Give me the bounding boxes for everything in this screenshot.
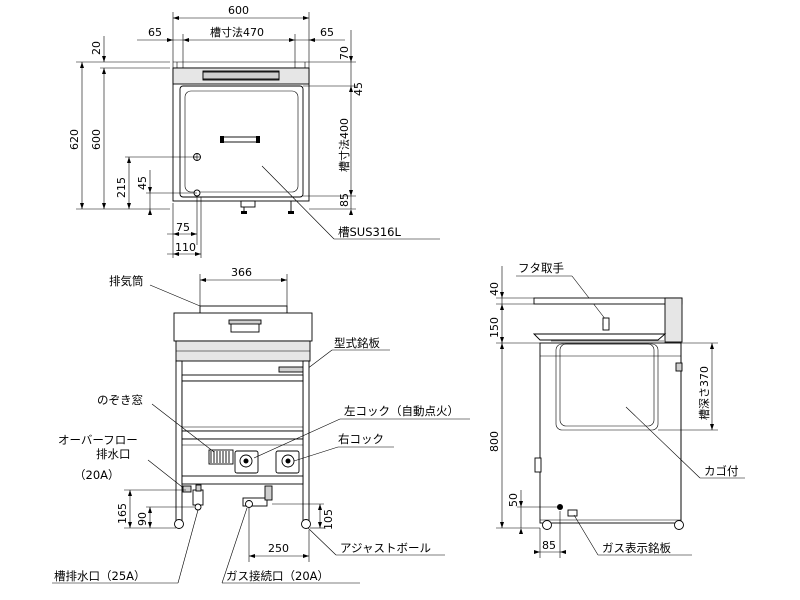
side-view: フタ取手 40 150 800 xyxy=(488,261,745,558)
dim-body-height: 600 xyxy=(90,129,103,150)
label-basket: カゴ付 xyxy=(704,464,739,478)
label-tank-drain: 槽排水口（25A） xyxy=(54,569,146,583)
dim-right-top: 70 xyxy=(338,46,351,60)
front-view: 366 排気筒 型式銘板 xyxy=(52,266,470,584)
dim-margin-left: 65 xyxy=(148,26,162,39)
dim-drain-75: 75 xyxy=(176,221,190,234)
label-gas-inlet: ガス接続口（20A） xyxy=(226,569,329,583)
label-lid-handle: フタ取手 xyxy=(518,261,564,275)
dim-drain-height: 215 xyxy=(115,177,128,198)
dim-drain-110: 110 xyxy=(175,241,196,254)
dim-top-lip: 20 xyxy=(90,41,103,55)
dim-flue-width: 366 xyxy=(231,266,252,279)
label-adjuster: アジャストボール xyxy=(340,541,431,555)
label-peep-window: のぞき窓 xyxy=(97,393,143,407)
dim-h90: 90 xyxy=(136,512,149,526)
top-view: 600 65 槽寸法470 65 xyxy=(68,4,440,258)
dim-right-45: 45 xyxy=(352,82,365,96)
dim-tank-depth-side: 槽深さ370 xyxy=(698,366,711,420)
label-right-cock: 右コック xyxy=(338,432,384,446)
dim-side-40: 40 xyxy=(488,282,501,296)
dim-h165: 165 xyxy=(116,503,129,524)
label-overflow-3: （20A） xyxy=(74,468,120,482)
dim-h105: 105 xyxy=(322,509,335,530)
label-tank-material: 槽SUS316L xyxy=(338,225,401,239)
dim-side-800: 800 xyxy=(488,431,501,452)
dim-right-bottom: 85 xyxy=(338,193,351,207)
dim-total-height: 620 xyxy=(68,129,81,150)
dim-top-width: 600 xyxy=(228,4,249,17)
dim-margin-right: 65 xyxy=(320,26,334,39)
label-overflow-2: 排水口 xyxy=(96,447,131,461)
label-gas-plate: ガス表示銘板 xyxy=(602,541,671,555)
dim-tank-width: 槽寸法470 xyxy=(210,25,264,39)
peep-window-grille xyxy=(210,451,230,463)
dim-side-85: 85 xyxy=(542,539,556,552)
label-exhaust: 排気筒 xyxy=(109,274,144,288)
label-nameplate: 型式銘板 xyxy=(334,336,380,350)
dim-w250: 250 xyxy=(268,542,289,555)
label-left-cock: 左コック（自動点火） xyxy=(344,404,459,418)
dim-tank-depth: 槽寸法400 xyxy=(337,118,351,172)
dim-side-150: 150 xyxy=(488,317,501,338)
dim-drain-45: 45 xyxy=(136,176,149,190)
dim-side-50: 50 xyxy=(507,493,520,507)
label-overflow-1: オーバーフロー xyxy=(58,433,138,447)
